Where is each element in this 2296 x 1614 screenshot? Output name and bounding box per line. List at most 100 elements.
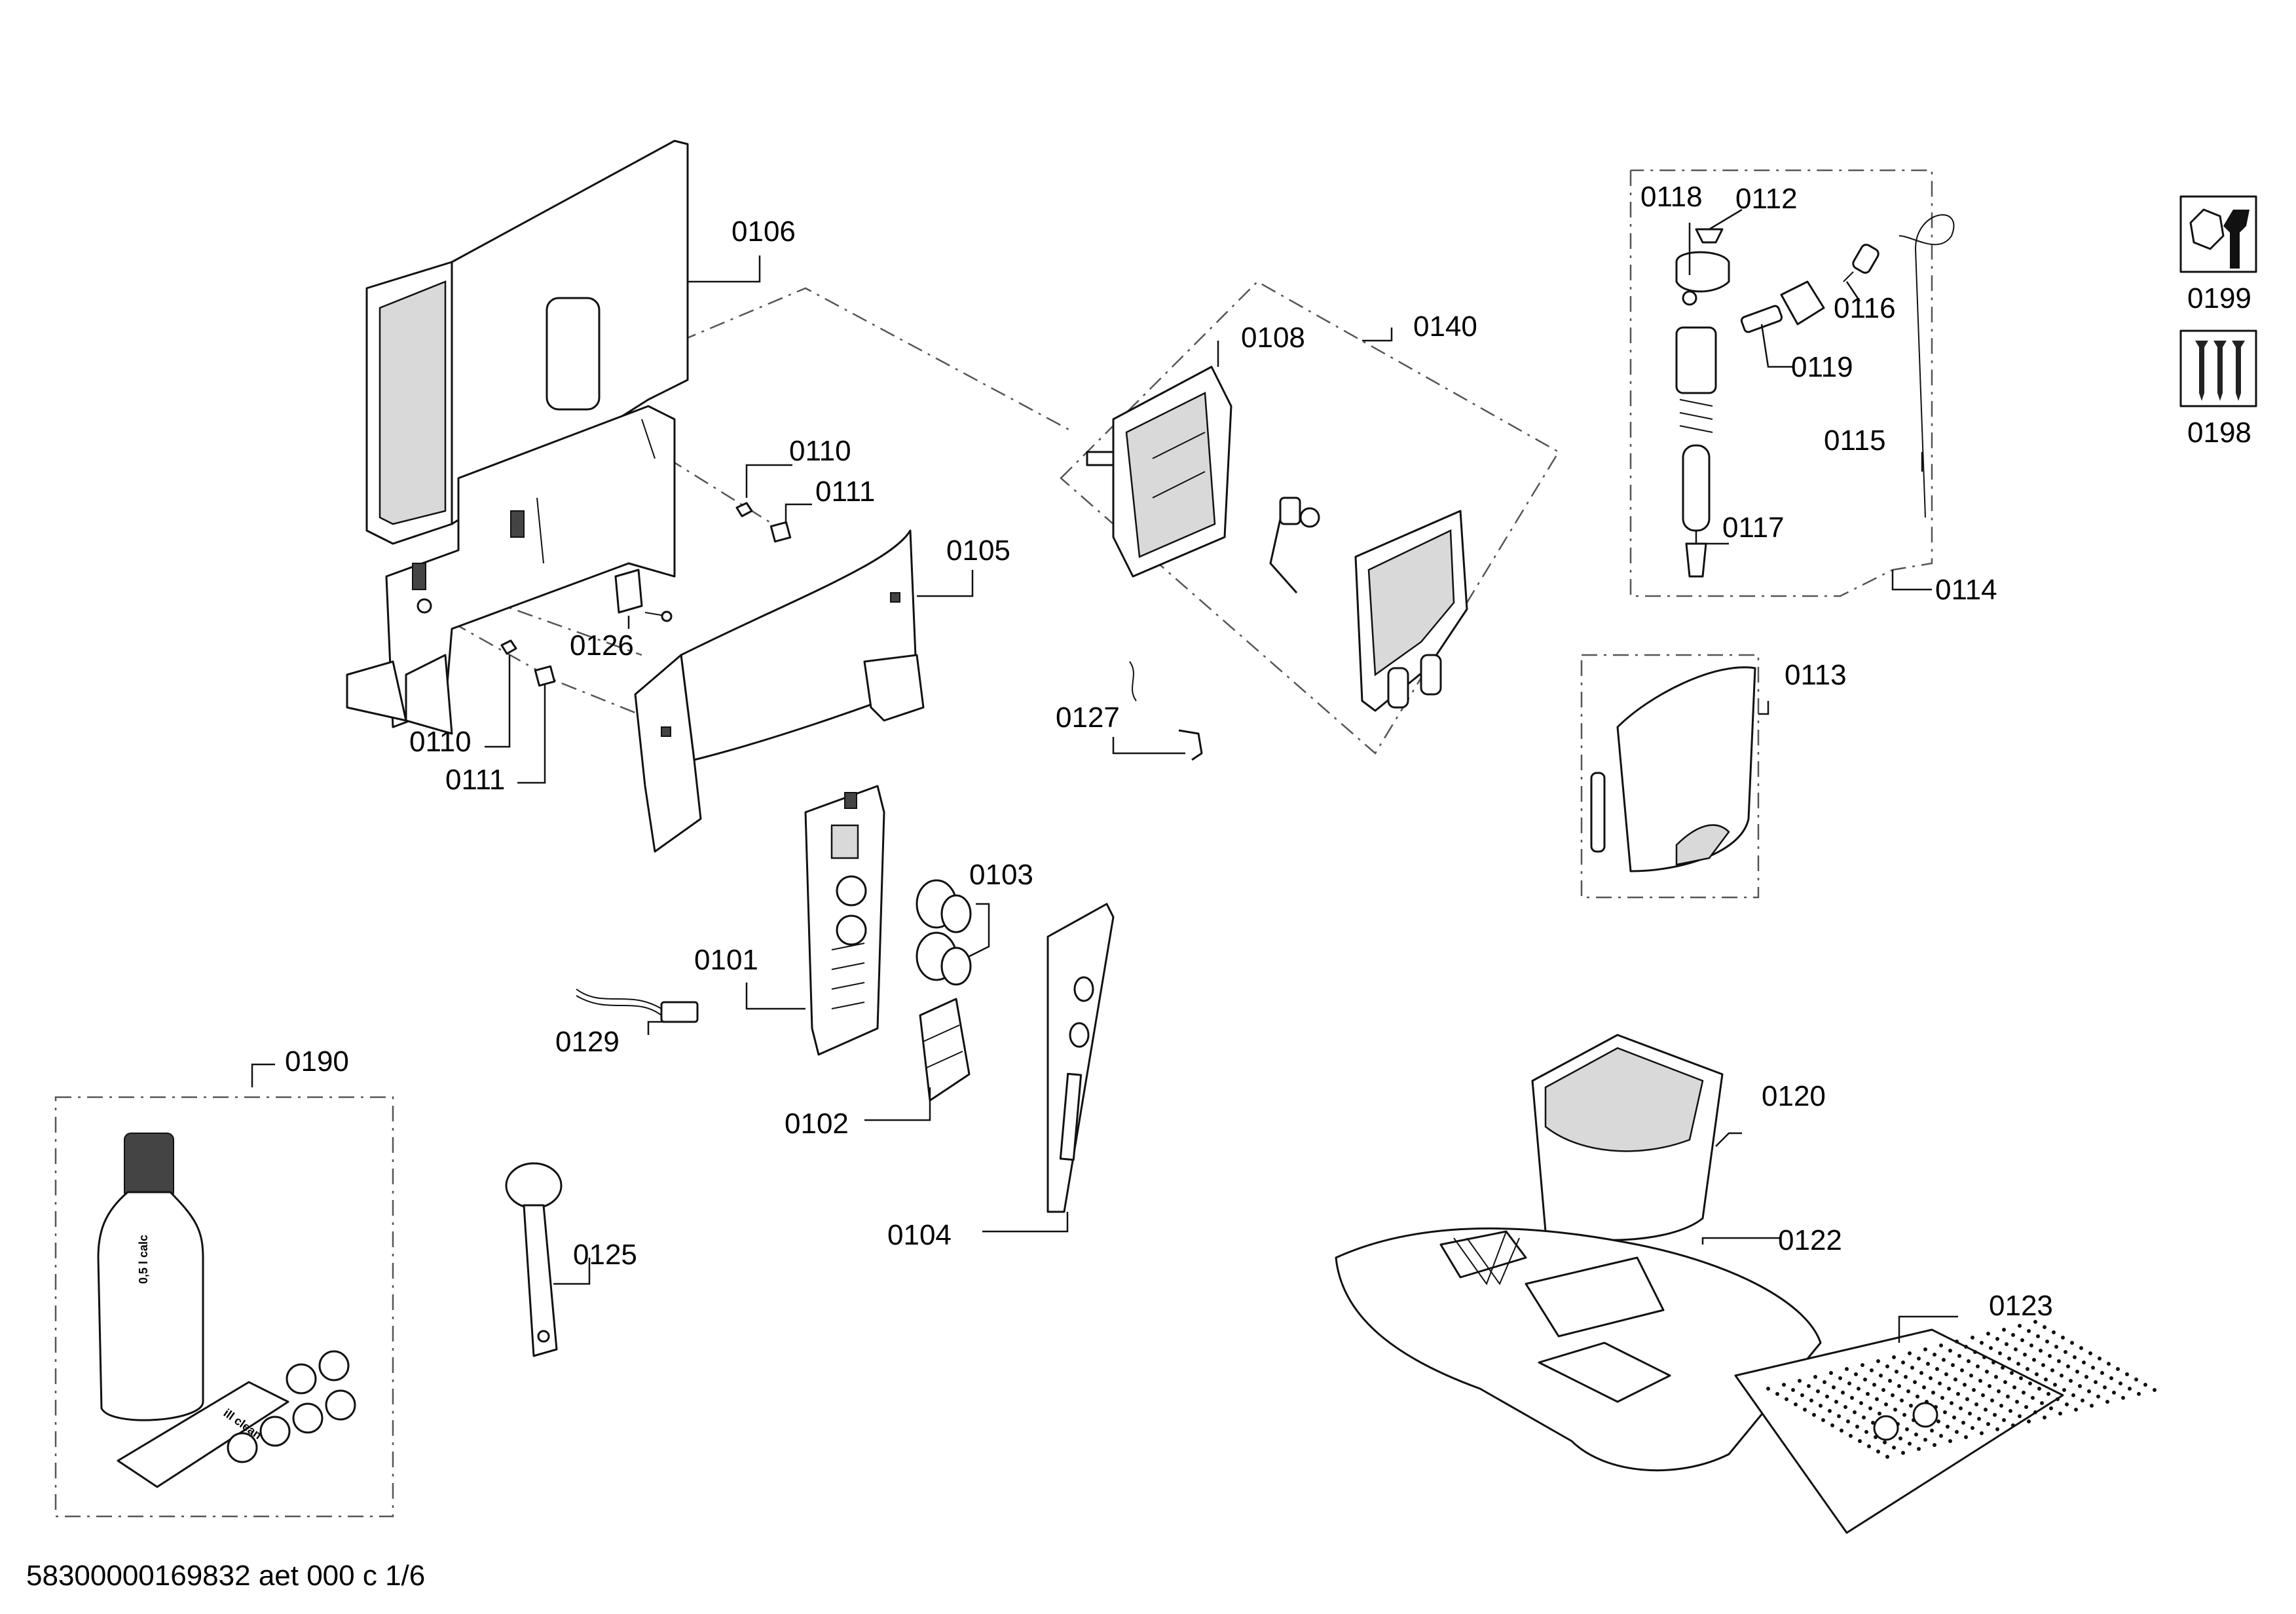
part-0117-tube[interactable] <box>1682 444 1711 578</box>
grill-hole <box>2032 1358 2036 1362</box>
label-0106[interactable]: 0106 <box>731 216 796 248</box>
grill-hole <box>1843 1405 1847 1409</box>
part-0113-container[interactable] <box>1590 666 1756 873</box>
part-0115-wire-rod[interactable] <box>1898 214 1955 518</box>
part-0190-descaler-bottle[interactable]: 0,5 l calc <box>97 1133 204 1421</box>
label-0104[interactable]: 0104 <box>887 1219 952 1251</box>
part-0126-bracket-screw[interactable] <box>614 569 673 622</box>
label-0101[interactable]: 0101 <box>694 944 758 976</box>
part-0120-grounds-container[interactable] <box>1531 1034 1724 1241</box>
part-0118-top-block[interactable] <box>1675 251 1730 306</box>
part-0111-pad-lower[interactable] <box>534 665 556 687</box>
part-0119-connector[interactable] <box>1740 280 1825 333</box>
grill-hole <box>2074 1408 2078 1412</box>
part-0101-control-board[interactable] <box>804 785 885 1056</box>
grill-hole <box>2058 1412 2062 1416</box>
label-0129[interactable]: 0129 <box>555 1026 620 1058</box>
label-0119[interactable]: 0119 <box>1791 351 1853 383</box>
grill-hole <box>2056 1397 2060 1401</box>
label-0190[interactable]: 0190 <box>285 1045 349 1078</box>
icon-service-box[interactable]: 0199 <box>2179 195 2257 314</box>
part-0114-body[interactable] <box>1675 326 1717 433</box>
grill-hole <box>1923 1438 1927 1442</box>
grill-hole <box>2045 1340 2049 1343</box>
grill-hole <box>2121 1396 2125 1400</box>
part-0190-cleaning-tablets[interactable] <box>227 1350 356 1463</box>
part-0108-valve-housing[interactable] <box>1086 366 1232 578</box>
label-0122[interactable]: 0122 <box>1778 1224 1842 1256</box>
part-0116-nozzle[interactable] <box>1843 243 1880 282</box>
grill-hole <box>1974 1402 1978 1406</box>
part-0140-lever[interactable] <box>1269 497 1320 593</box>
grill-hole <box>2036 1334 2040 1338</box>
grill-hole <box>2040 1401 2044 1405</box>
label-0111-upper[interactable]: 0111 <box>815 476 875 508</box>
label-0103[interactable]: 0103 <box>969 859 1033 891</box>
part-0106-rear-housing[interactable] <box>346 140 689 735</box>
part-0125-measuring-spoon[interactable] <box>505 1162 563 1357</box>
grill-hole <box>1931 1391 1935 1395</box>
grill-hole <box>1980 1431 1984 1435</box>
part-0123-grill-plate[interactable] <box>1734 1320 2157 1534</box>
part-0127-clip[interactable] <box>1129 661 1203 761</box>
grill-hole <box>1986 1422 1990 1426</box>
label-0115[interactable]: 0115 <box>1824 424 1886 457</box>
label-0120[interactable]: 0120 <box>1762 1080 1826 1112</box>
part-0102-keypad[interactable] <box>919 998 971 1102</box>
part-0112-cap[interactable] <box>1695 228 1724 244</box>
label-0199[interactable]: 0199 <box>2187 282 2251 314</box>
grill-hole <box>1964 1345 1968 1349</box>
grill-hole <box>1902 1413 1906 1417</box>
label-0105[interactable]: 0105 <box>946 535 1010 567</box>
part-0129-cable[interactable] <box>576 988 699 1023</box>
grill-hole <box>1885 1455 1889 1459</box>
label-0112[interactable]: 0112 <box>1735 183 1798 215</box>
grill-hole <box>2075 1370 2079 1374</box>
grill-hole <box>2091 1366 2095 1370</box>
label-0111-lower[interactable]: 0111 <box>445 764 505 796</box>
label-0123[interactable]: 0123 <box>1989 1290 2053 1322</box>
grill-hole <box>1914 1433 1918 1436</box>
label-0108[interactable]: 0108 <box>1241 322 1305 354</box>
grill-hole <box>1816 1389 1820 1393</box>
part-0104-front-plate[interactable] <box>1046 903 1115 1213</box>
grill-hole <box>2044 1378 2048 1381</box>
grill-hole <box>2100 1371 2104 1375</box>
label-0117[interactable]: 0117 <box>1722 512 1785 544</box>
label-0125[interactable]: 0125 <box>573 1239 637 1271</box>
label-0140[interactable]: 0140 <box>1413 310 1477 343</box>
icon-screws-box[interactable]: 0198 <box>2179 329 2257 449</box>
grill-hole <box>1855 1425 1859 1429</box>
part-0110-plug-lower[interactable] <box>500 639 517 655</box>
label-0102[interactable]: 0102 <box>785 1108 849 1140</box>
grill-hole <box>2022 1391 2026 1395</box>
part-0110-plug-upper[interactable] <box>735 502 753 517</box>
grill-hole <box>1909 1404 1913 1408</box>
label-0127[interactable]: 0127 <box>1056 702 1120 734</box>
part-0103-knobs[interactable] <box>916 879 972 986</box>
grill-hole <box>1870 1368 1874 1372</box>
label-0198[interactable]: 0198 <box>2187 417 2251 449</box>
part-0122-drip-tray[interactable] <box>1335 1227 1822 1472</box>
grill-hole <box>1942 1358 1946 1362</box>
grill-hole <box>1881 1388 1885 1392</box>
leader-lines <box>251 208 1958 1343</box>
label-0118[interactable]: 0118 <box>1640 181 1703 213</box>
grill-hole <box>2082 1361 2086 1364</box>
grill-hole <box>1895 1370 1898 1374</box>
part-0111-pad-upper[interactable] <box>769 521 792 543</box>
label-0126[interactable]: 0126 <box>570 629 634 662</box>
part-0140-cover-tray[interactable] <box>1354 510 1468 712</box>
grill-hole <box>2016 1362 2020 1366</box>
grill-hole <box>1985 1370 1989 1374</box>
part-0105-front-panel[interactable] <box>634 529 925 853</box>
label-0110-upper[interactable]: 0110 <box>789 435 851 467</box>
grill-hole <box>1994 1375 1998 1379</box>
grill-hole <box>1782 1383 1786 1387</box>
label-0116[interactable]: 0116 <box>1834 292 1896 324</box>
label-0110-lower[interactable]: 0110 <box>409 726 472 758</box>
label-0114[interactable]: 0114 <box>1935 574 1997 606</box>
grill-hole <box>1956 1392 1960 1396</box>
grill-hole <box>1946 1425 1950 1429</box>
label-0113[interactable]: 0113 <box>1785 659 1847 691</box>
